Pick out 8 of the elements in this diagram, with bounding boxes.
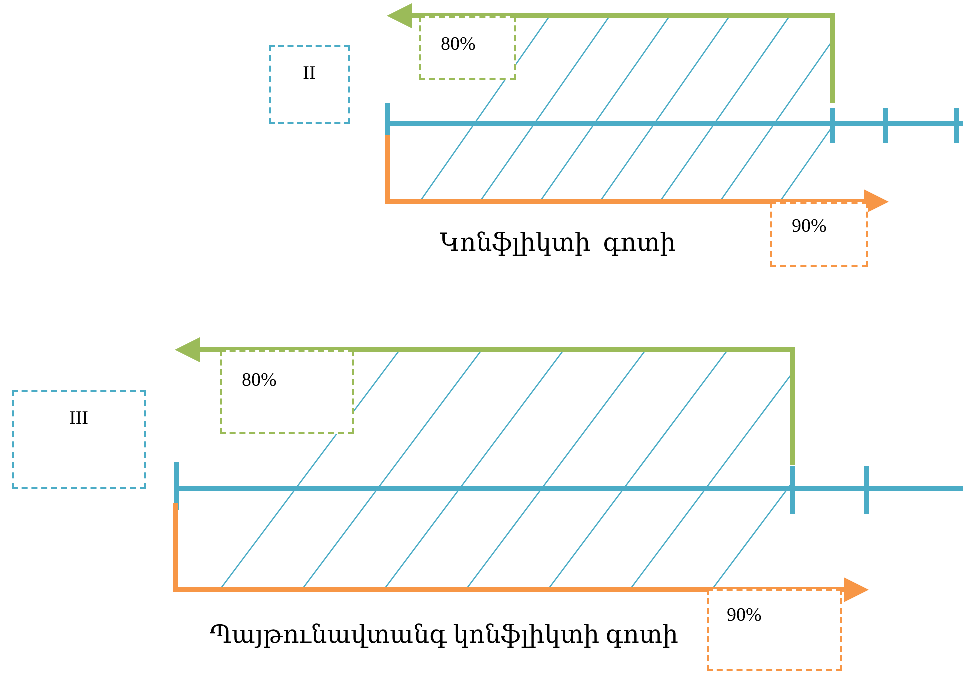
zone-caption: Պայթունավտանգ կոնֆլիկտի գոտի [210,621,679,650]
roman-numeral-box: II [269,45,350,124]
percent-box: 80% [419,16,516,80]
roman-numeral-box: III [12,390,146,489]
percent-box: 90% [770,202,868,267]
zone-caption: Կոնֆլիկտի գոտի [440,229,676,258]
percent-box: 80% [220,350,354,434]
percent-box: 90% [707,589,842,671]
